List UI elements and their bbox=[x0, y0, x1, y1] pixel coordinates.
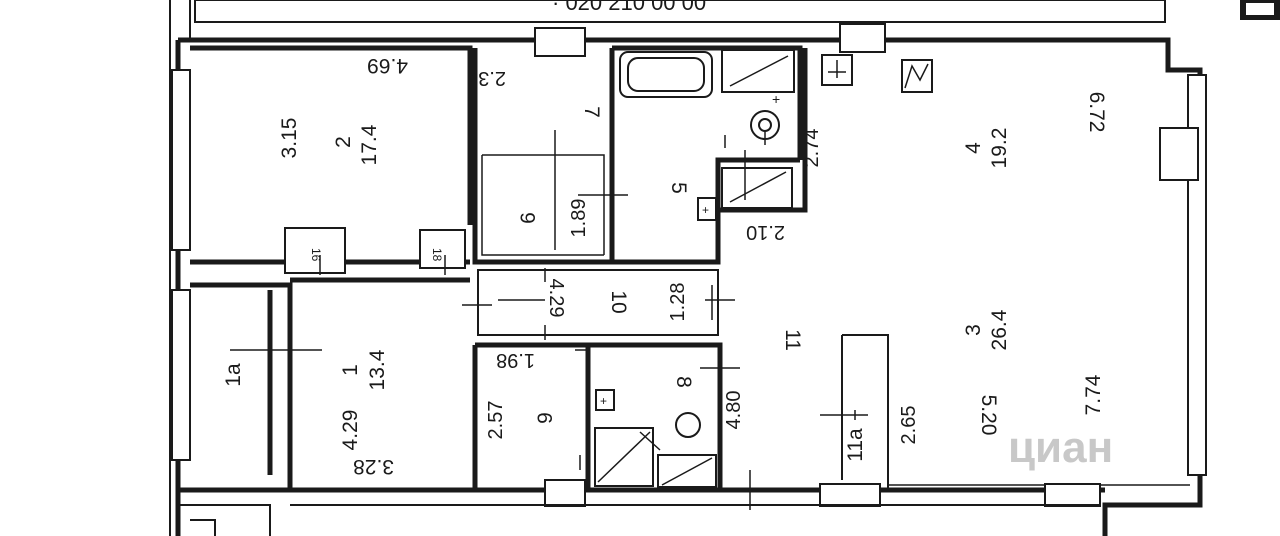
window-bottom-room-11a bbox=[819, 483, 881, 507]
window-left-room-1a bbox=[171, 289, 191, 461]
room-2-number: 2 bbox=[332, 136, 355, 148]
electrical-panel-mark bbox=[904, 63, 929, 89]
shower-room-8 bbox=[594, 427, 654, 487]
window-top-room-7 bbox=[534, 27, 586, 57]
room-1-dim-height: 4.29 bbox=[339, 410, 362, 451]
room-4-number: 4 bbox=[962, 142, 985, 154]
rooms-6-7-walls bbox=[472, 48, 615, 265]
room-11-number: 11 bbox=[781, 329, 804, 351]
room-3-dim-length: 7.74 bbox=[1082, 374, 1105, 415]
shaft-16-label: 16 bbox=[309, 248, 323, 262]
toilet-room-5-inner bbox=[758, 118, 772, 132]
header-strip bbox=[194, 0, 1166, 23]
room-4-dim-bottom: 2.10 bbox=[746, 221, 785, 243]
shower-room-5-diagonal bbox=[729, 171, 787, 203]
outer-wall-left bbox=[169, 0, 191, 536]
room-4-area: 19.2 bbox=[988, 128, 1011, 169]
sink-room-8-diagonal bbox=[661, 457, 713, 486]
room-3-dim-width: 5.20 bbox=[977, 395, 1000, 436]
rooms-9-8-walls bbox=[472, 342, 723, 490]
window-bottom-room-3 bbox=[1044, 483, 1101, 507]
room-10-box bbox=[477, 269, 719, 336]
ventilation-riser-mark bbox=[828, 60, 846, 78]
room-3-area: 26.4 bbox=[988, 309, 1011, 350]
room-5-walls bbox=[612, 45, 803, 265]
room-3-number: 3 bbox=[962, 324, 985, 336]
room-8-number: 8 bbox=[672, 376, 695, 388]
room-3-dim-closet: 2.65 bbox=[898, 406, 920, 445]
sink-counter bbox=[721, 49, 795, 93]
window-bottom-room-9 bbox=[544, 479, 586, 507]
room-2-area: 17.4 bbox=[358, 124, 381, 165]
phone-number-fragment: · 020 210 00 00 bbox=[552, 0, 706, 15]
room-1-area: 13.4 bbox=[366, 349, 389, 390]
socket-room-5-symbol: + bbox=[702, 203, 709, 217]
room-1-walls bbox=[190, 277, 470, 490]
window-right-room-4 bbox=[1159, 127, 1199, 181]
toilet-room-5-symbol: + bbox=[772, 91, 780, 107]
window-top-room-4 bbox=[839, 23, 886, 53]
room-6-dim: 1.89 bbox=[568, 199, 590, 238]
shaft-16 bbox=[284, 227, 346, 274]
room-1a-number: 1a bbox=[222, 363, 245, 387]
room-2-walls bbox=[190, 45, 473, 265]
room-10-dim-width: 1.28 bbox=[667, 283, 689, 322]
shower-room-8-diagonal bbox=[597, 431, 651, 483]
room-11-dim: 4.80 bbox=[723, 391, 745, 430]
room-8-dim: 1.98 bbox=[496, 349, 535, 371]
room-4-dim-side: 2.74 bbox=[801, 129, 823, 168]
bathtub bbox=[619, 51, 713, 98]
room-4-walls bbox=[720, 48, 808, 213]
lower-building-walls bbox=[178, 504, 1100, 536]
room-1-number: 1 bbox=[339, 364, 362, 376]
room-9-number: 9 bbox=[534, 412, 557, 424]
watermark: циан bbox=[1008, 423, 1113, 472]
room-1-dim-width: 3.28 bbox=[353, 455, 394, 478]
ventilation-riser bbox=[821, 54, 853, 86]
socket-room-8-symbol: + bbox=[600, 394, 607, 408]
room-5-number: 5 bbox=[667, 182, 690, 194]
room-9-dim: 2.57 bbox=[485, 401, 507, 440]
room-6-7-divider bbox=[481, 154, 605, 256]
bathtub-inner bbox=[627, 57, 705, 92]
room-10-number: 10 bbox=[607, 290, 630, 313]
room-4-dim-length: 6.72 bbox=[1085, 92, 1108, 133]
dimension-lines bbox=[230, 130, 868, 510]
room-11a-number: 11a bbox=[844, 428, 867, 462]
room-2-dim-width: 4.69 bbox=[367, 54, 408, 77]
window-left-room-2 bbox=[171, 69, 191, 251]
toilet-room-8 bbox=[675, 412, 701, 438]
shaft-18-label: 18 bbox=[430, 248, 444, 262]
room-2-dim-height: 3.15 bbox=[278, 118, 301, 159]
room-11a-closet bbox=[841, 334, 889, 490]
shaft-18 bbox=[419, 229, 466, 269]
room-10-dim-length: 4.29 bbox=[545, 279, 567, 318]
electrical-panel bbox=[901, 59, 933, 93]
sink-room-8 bbox=[657, 454, 717, 488]
room-6-number: 6 bbox=[517, 212, 540, 224]
socket-room-8 bbox=[595, 389, 615, 411]
room-7-number: 7 bbox=[580, 106, 603, 118]
socket-room-5 bbox=[697, 197, 717, 221]
sink-diagonal bbox=[729, 55, 789, 87]
room-7-dim: 2.37 bbox=[467, 67, 506, 89]
corner-mark-inner bbox=[1246, 3, 1274, 15]
